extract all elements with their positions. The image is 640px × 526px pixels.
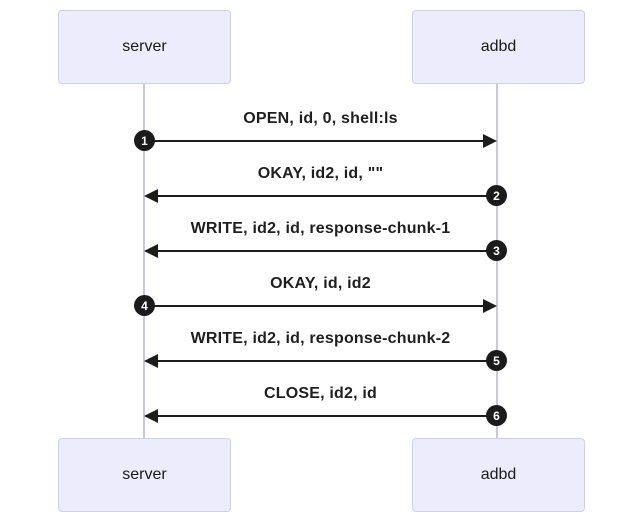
message-label: WRITE, id2, id, response-chunk-1	[190, 220, 451, 237]
sequence-number-badge: 5	[486, 350, 507, 371]
arrowhead-left-icon	[144, 409, 158, 423]
sequence-number-badge: 2	[486, 185, 507, 206]
actor-label: adbd	[480, 466, 517, 483]
lifeline-adbd	[496, 84, 498, 438]
message-label: CLOSE, id2, id	[263, 385, 378, 402]
actor-label: adbd	[480, 38, 517, 55]
arrow-line	[157, 415, 496, 417]
actor-label: server	[122, 466, 167, 483]
arrowhead-left-icon	[144, 354, 158, 368]
arrow-line	[145, 305, 484, 307]
message-label: OKAY, id, id2	[270, 275, 371, 292]
message-label: WRITE, id2, id, response-chunk-2	[190, 330, 451, 347]
arrow-line	[157, 360, 496, 362]
actor-server-top: server	[58, 10, 231, 84]
actor-adbd-bottom: adbd	[412, 438, 585, 512]
message-label: OPEN, id, 0, shell:ls	[243, 110, 398, 127]
actor-adbd-top: adbd	[412, 10, 585, 84]
sequence-number-badge: 6	[486, 405, 507, 426]
message-label: OKAY, id2, id, ""	[257, 165, 384, 182]
actor-server-bottom: server	[58, 438, 231, 512]
arrow-line	[157, 195, 496, 197]
arrowhead-left-icon	[144, 244, 158, 258]
arrowhead-right-icon	[483, 299, 497, 313]
arrowhead-right-icon	[483, 134, 497, 148]
lifeline-server	[143, 84, 145, 438]
sequence-number-badge: 4	[134, 295, 155, 316]
arrowhead-left-icon	[144, 189, 158, 203]
actor-label: server	[122, 38, 167, 55]
arrow-line	[145, 140, 484, 142]
arrow-line	[157, 250, 496, 252]
sequence-number-badge: 1	[134, 130, 155, 151]
sequence-number-badge: 3	[486, 240, 507, 261]
